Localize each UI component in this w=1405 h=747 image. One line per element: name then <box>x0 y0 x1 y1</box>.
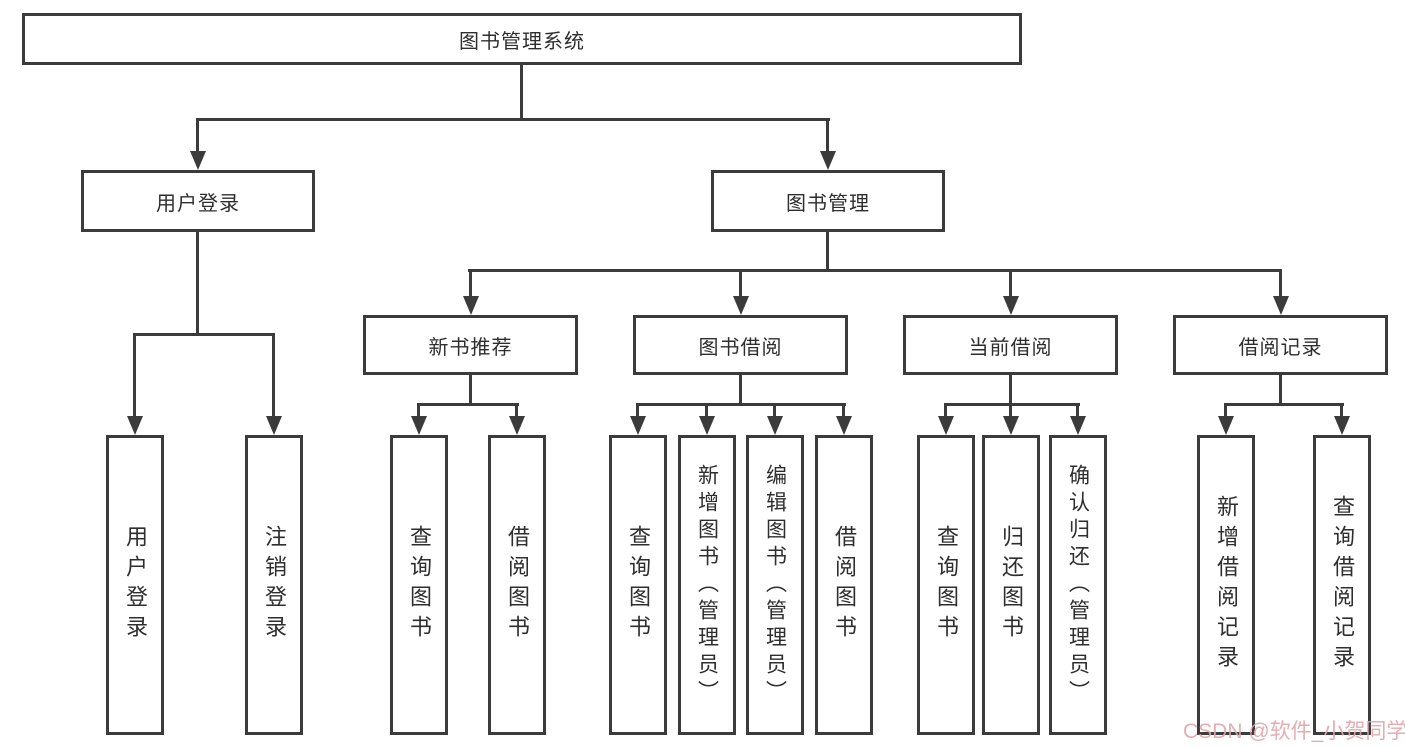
arrowhead <box>1003 296 1019 315</box>
node-root-label: 图书管理系统 <box>459 30 585 53</box>
leaf-borrow-books: 借阅图书 <box>815 435 873 735</box>
leaf-query-books-recommend-label: 查询图书 <box>407 525 432 645</box>
connector-drop <box>705 403 708 417</box>
node-borrow-records-label: 借阅记录 <box>1238 336 1323 359</box>
connector-drop <box>636 403 639 417</box>
arrowhead <box>1273 296 1289 315</box>
leaf-query-books-current: 查询图书 <box>917 435 975 735</box>
connector-book-borrow-branch <box>636 403 846 406</box>
arrowhead <box>190 151 206 170</box>
connector-book-mgmt-stem <box>826 232 829 272</box>
leaf-add-borrow-record-label: 新增借阅记录 <box>1214 495 1239 675</box>
arrowhead <box>266 416 282 435</box>
arrowhead <box>509 416 525 435</box>
arrowhead <box>938 416 954 435</box>
arrowhead <box>127 416 143 435</box>
connector-book-mgmt-branch <box>468 269 1281 272</box>
leaf-return-books: 归还图书 <box>982 435 1040 735</box>
leaf-borrow-books-recommend-label: 借阅图书 <box>505 525 530 645</box>
node-borrow-records: 借阅记录 <box>1173 315 1388 375</box>
leaf-query-borrow-record-label: 查询借阅记录 <box>1330 495 1355 675</box>
arrowhead <box>463 296 479 315</box>
node-current-borrow: 当前借阅 <box>903 315 1118 375</box>
leaf-add-books-admin: 新增图书（管理员） <box>678 435 736 735</box>
arrowhead <box>699 416 715 435</box>
connector-borrow-records-branch <box>1224 403 1344 406</box>
arrowhead <box>820 151 836 170</box>
connector-drop-user-login <box>196 118 199 152</box>
connector-drop <box>417 403 420 417</box>
leaf-add-books-admin-label: 新增图书（管理员） <box>695 463 719 707</box>
leaf-query-books-borrow-label: 查询图书 <box>626 525 651 645</box>
connector-drop <box>1224 403 1227 417</box>
leaf-logout-label: 注销登录 <box>262 525 287 645</box>
connector-drop-leaf-user-login <box>133 333 136 417</box>
connector-drop-book-mgmt <box>826 118 829 152</box>
leaf-edit-books-admin: 编辑图书（管理员） <box>746 435 804 735</box>
connector-book-borrow-stem <box>739 375 742 406</box>
connector-root-stem <box>520 64 523 120</box>
leaf-user-login-label: 用户登录 <box>123 525 148 645</box>
node-book-borrow: 图书借阅 <box>633 315 848 375</box>
connector-drop-current-borrow <box>1009 269 1012 297</box>
arrowhead <box>1070 416 1086 435</box>
connector-drop <box>1076 403 1079 417</box>
node-book-management: 图书管理 <box>711 170 945 232</box>
node-user-login-label: 用户登录 <box>156 192 240 215</box>
leaf-query-books-borrow: 查询图书 <box>609 435 667 735</box>
node-book-borrow-label: 图书借阅 <box>698 336 783 359</box>
arrowhead <box>411 416 427 435</box>
leaf-user-login: 用户登录 <box>106 435 164 735</box>
node-new-book-recommend: 新书推荐 <box>363 315 578 375</box>
leaf-return-books-label: 归还图书 <box>999 525 1024 645</box>
connector-new-books-branch <box>417 403 519 406</box>
connector-current-borrow-branch <box>944 403 1080 406</box>
leaf-borrow-books-recommend: 借阅图书 <box>488 435 546 735</box>
arrowhead <box>1003 416 1019 435</box>
connector-drop-borrow-records <box>1279 269 1282 297</box>
leaf-add-borrow-record: 新增借阅记录 <box>1197 435 1255 735</box>
node-book-management-label: 图书管理 <box>786 192 870 215</box>
leaf-borrow-books-label: 借阅图书 <box>832 525 857 645</box>
connector-borrow-records-stem <box>1279 375 1282 406</box>
connector-current-borrow-stem <box>1009 375 1012 406</box>
connector-root-branch <box>196 118 830 121</box>
arrowhead <box>767 416 783 435</box>
arrowhead <box>1218 416 1234 435</box>
connector-drop <box>773 403 776 417</box>
watermark: CSDN @软件_小贺同学 <box>1183 720 1405 743</box>
connector-drop-new-books <box>469 269 472 297</box>
connector-user-login-stem <box>196 232 199 335</box>
connector-drop-leaf-logout <box>272 333 275 417</box>
arrowhead <box>630 416 646 435</box>
connector-new-books-stem <box>469 375 472 406</box>
leaf-query-books-recommend: 查询图书 <box>390 435 448 735</box>
arrowhead <box>836 416 852 435</box>
leaf-edit-books-admin-label: 编辑图书（管理员） <box>763 463 787 707</box>
arrowhead <box>1334 416 1350 435</box>
connector-drop <box>944 403 947 417</box>
leaf-logout: 注销登录 <box>245 435 303 735</box>
connector-user-login-branch <box>133 333 275 336</box>
node-root: 图书管理系统 <box>22 13 1022 65</box>
leaf-query-books-current-label: 查询图书 <box>934 525 959 645</box>
node-new-book-recommend-label: 新书推荐 <box>428 336 513 359</box>
connector-drop-book-borrow <box>739 269 742 297</box>
leaf-confirm-return-admin-label: 确认归还（管理员） <box>1066 463 1090 707</box>
connector-drop <box>1340 403 1343 417</box>
connector-drop <box>1009 403 1012 417</box>
arrowhead <box>733 296 749 315</box>
connector-drop <box>515 403 518 417</box>
leaf-query-borrow-record: 查询借阅记录 <box>1313 435 1371 735</box>
leaf-confirm-return-admin: 确认归还（管理员） <box>1049 435 1107 735</box>
node-user-login: 用户登录 <box>81 170 315 232</box>
connector-drop <box>842 403 845 417</box>
node-current-borrow-label: 当前借阅 <box>968 336 1053 359</box>
